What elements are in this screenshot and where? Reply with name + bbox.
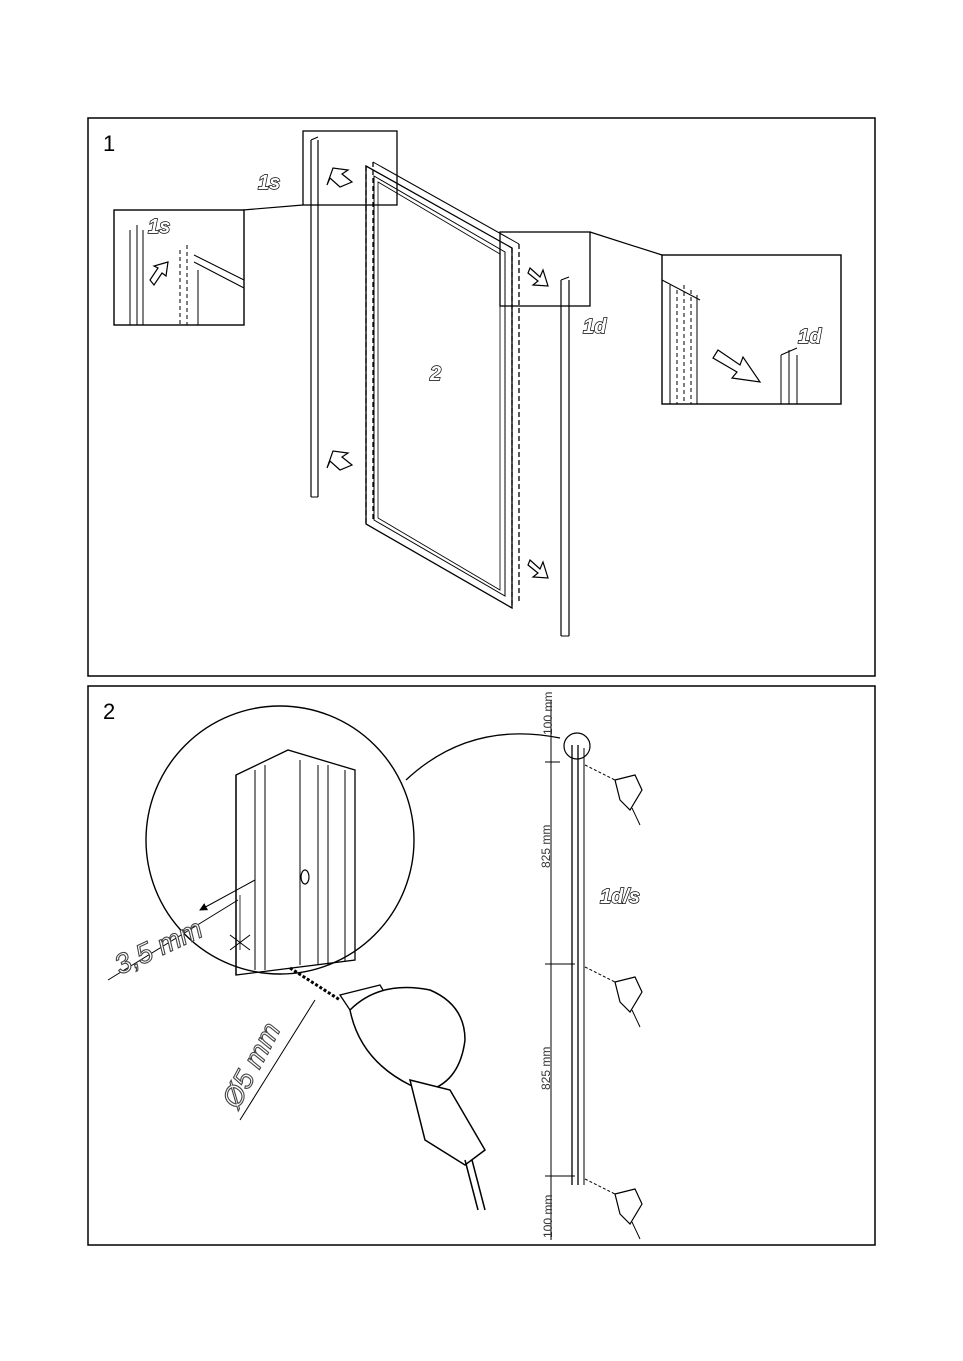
arrow-icon	[327, 451, 352, 470]
dimension-lower-825: 825 mm	[539, 1047, 553, 1090]
drill-large-icon	[290, 968, 485, 1210]
dimension-top-100: 100 mm	[541, 692, 555, 735]
label-1d-detail: 1d	[798, 326, 822, 348]
label-1s: 1s	[258, 172, 280, 194]
arrow-icon	[327, 168, 352, 187]
step-1-number: 1	[103, 131, 115, 156]
left-profile-1s	[311, 137, 318, 497]
right-profile-1d	[561, 277, 569, 636]
zoom-box-right	[500, 232, 590, 306]
dimension-bottom-100: 100 mm	[541, 1195, 555, 1238]
vertical-profile-1d-s	[564, 733, 590, 1185]
step-1-panel: 1 1s 1s	[88, 118, 875, 676]
dimension-line	[545, 700, 575, 1240]
arrow-icon	[528, 268, 548, 286]
drill-small-icon-bottom	[585, 1179, 642, 1239]
label-1s-detail: 1s	[148, 216, 170, 238]
label-profile-1d-s: 1d/s	[600, 886, 640, 908]
label-1d: 1d	[583, 316, 607, 338]
label-hole-offset: 3,5 mm	[109, 913, 207, 981]
drill-small-icon-middle	[585, 967, 642, 1027]
detail-box-1s	[114, 210, 244, 325]
step-2-number: 2	[103, 699, 115, 724]
step-2-panel: 2 3,5 mm	[88, 686, 875, 1245]
door-panel-2	[366, 162, 519, 608]
drill-small-icon-top	[585, 765, 642, 825]
dimension-upper-825: 825 mm	[539, 825, 553, 868]
arrow-icon	[528, 560, 548, 578]
label-drill-diameter: Ø5 mm	[215, 1017, 286, 1113]
label-door-2: 2	[429, 363, 441, 385]
